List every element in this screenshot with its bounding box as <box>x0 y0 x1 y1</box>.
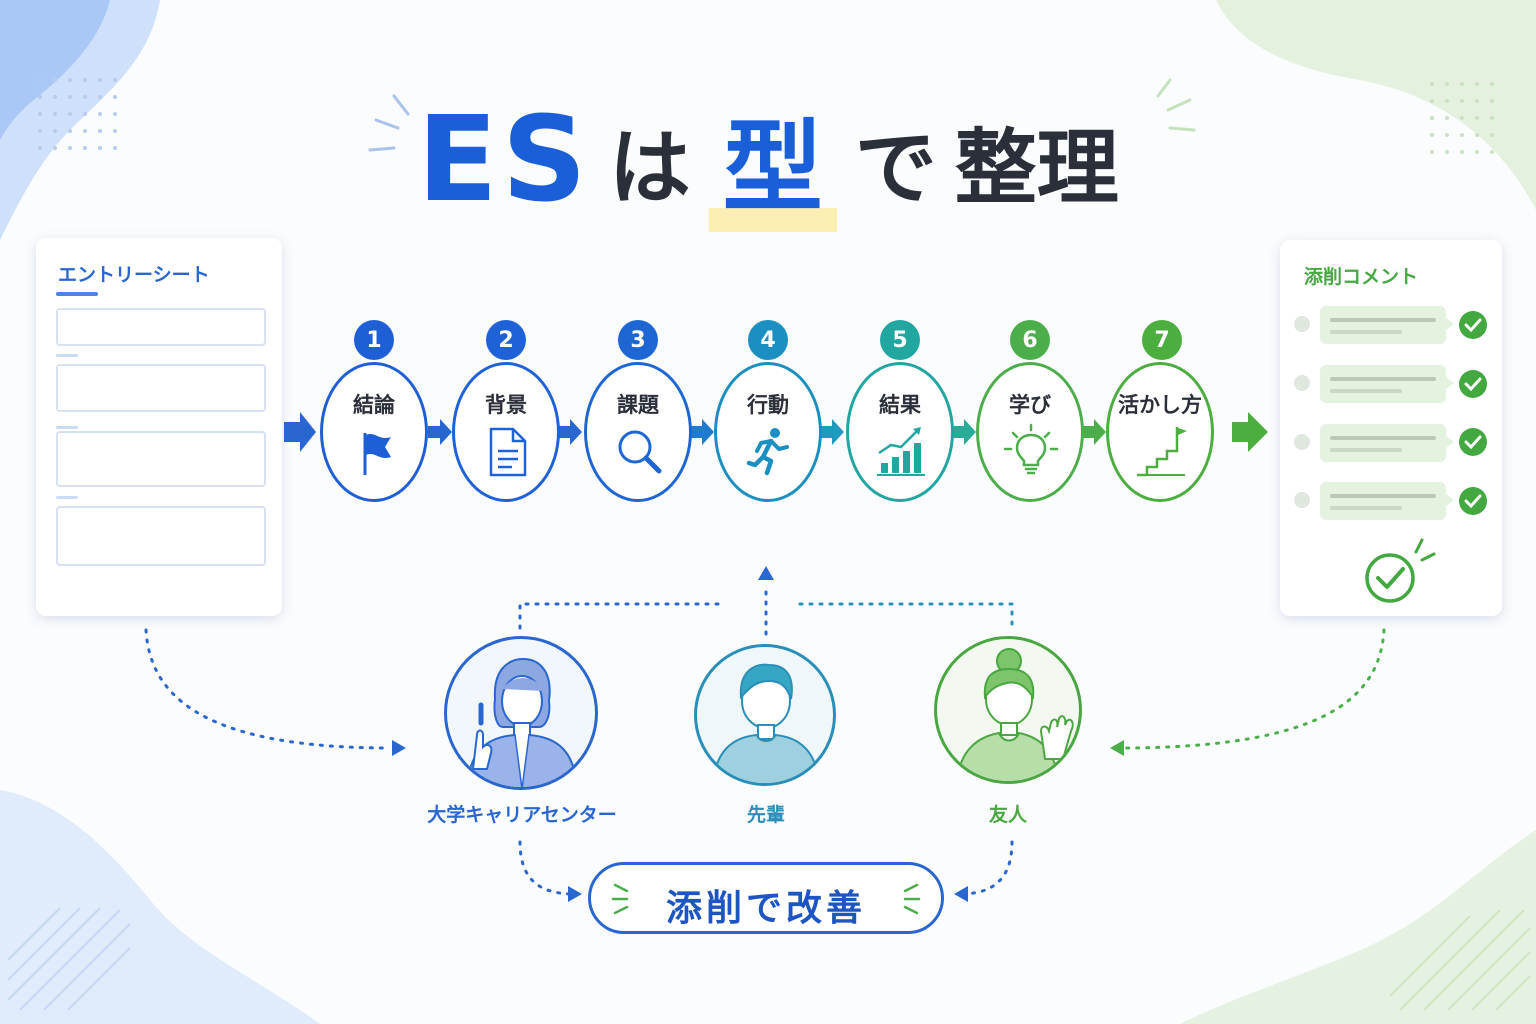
entry-field-4 <box>56 506 266 566</box>
entry-field-3 <box>56 431 266 487</box>
check-icon <box>1459 311 1487 339</box>
sparkle-icon <box>611 883 921 915</box>
step-label-2: 背景 <box>485 393 527 417</box>
senior-label: 先輩 <box>746 804 785 826</box>
comment-item-1 <box>1294 306 1487 344</box>
big-check-icon <box>1365 538 1436 603</box>
step-number-3: 3 <box>618 320 658 360</box>
entry-sheet-title: エントリーシート <box>58 264 210 286</box>
growth-chart-icon <box>877 427 925 476</box>
improve-by-correction-badge: 添削で改善 <box>588 862 944 934</box>
step-number-4: 4 <box>748 320 788 360</box>
step-oval-1: 結論 <box>320 362 428 502</box>
step-label-5: 結果 <box>879 393 921 417</box>
stairs-flag-icon <box>1137 427 1187 477</box>
comment-card-title: 添削コメント <box>1304 266 1419 288</box>
entry-sheet-title-underline <box>56 292 98 296</box>
check-icon <box>1459 487 1487 515</box>
title: ES は 型 で 整理 <box>0 78 1536 232</box>
friend-avatar <box>934 636 1082 784</box>
document-icon <box>489 427 527 477</box>
check-icon <box>1459 428 1487 456</box>
friend-label: 友人 <box>988 804 1027 826</box>
step-oval-5: 結果 <box>846 362 954 502</box>
step-oval-3: 課題 <box>584 362 692 502</box>
step-label-3: 課題 <box>617 393 659 417</box>
step-label-6: 学び <box>1009 393 1051 417</box>
entry-field-2 <box>56 364 266 412</box>
title-kata-text: 型 <box>722 109 823 226</box>
step-number-6: 6 <box>1010 320 1050 360</box>
friend-illustration <box>956 648 1074 781</box>
senior-student-illustration <box>712 663 820 783</box>
step-oval-4: 行動 <box>714 362 822 502</box>
title-seiri: 整理 <box>954 121 1119 216</box>
entry-tick-3 <box>56 496 78 499</box>
entry-sheet-card: エントリーシート <box>36 238 282 616</box>
step-label-7: 活かし方 <box>1118 393 1202 417</box>
step-number-2: 2 <box>486 320 526 360</box>
step-number-5: 5 <box>880 320 920 360</box>
step-label-4: 行動 <box>747 393 789 417</box>
step-oval-2: 背景 <box>452 362 560 502</box>
comment-item-2 <box>1294 365 1487 403</box>
step-label-1: 結論 <box>353 393 395 417</box>
lightbulb-icon <box>1003 423 1059 475</box>
comment-list <box>1294 306 1487 603</box>
pill-label: 添削で改善 <box>665 888 866 929</box>
magnifier-icon <box>618 430 662 474</box>
title-es: ES <box>417 90 591 228</box>
entry-field-1 <box>56 308 266 346</box>
title-wa: は <box>608 121 691 216</box>
senior-avatar <box>694 644 836 786</box>
entry-tick-1 <box>56 354 78 357</box>
check-icon <box>1459 370 1487 398</box>
title-kata: 型 <box>708 118 837 232</box>
flag-icon <box>363 433 391 475</box>
step-number-1: 1 <box>354 320 394 360</box>
step-oval-6: 学び <box>976 362 1084 502</box>
running-person-icon <box>746 428 789 476</box>
comment-item-3 <box>1294 424 1487 462</box>
career-center-avatar <box>444 636 598 790</box>
correction-comment-card: 添削コメント <box>1280 240 1502 616</box>
comment-item-4 <box>1294 482 1487 520</box>
title-de: で <box>854 121 937 216</box>
entry-tick-2 <box>56 426 78 429</box>
career-center-label: 大学キャリアセンター <box>427 804 617 826</box>
step-oval-7: 活かし方 <box>1106 362 1214 502</box>
step-number-7: 7 <box>1142 320 1182 360</box>
career-advisor-illustration <box>466 657 578 787</box>
